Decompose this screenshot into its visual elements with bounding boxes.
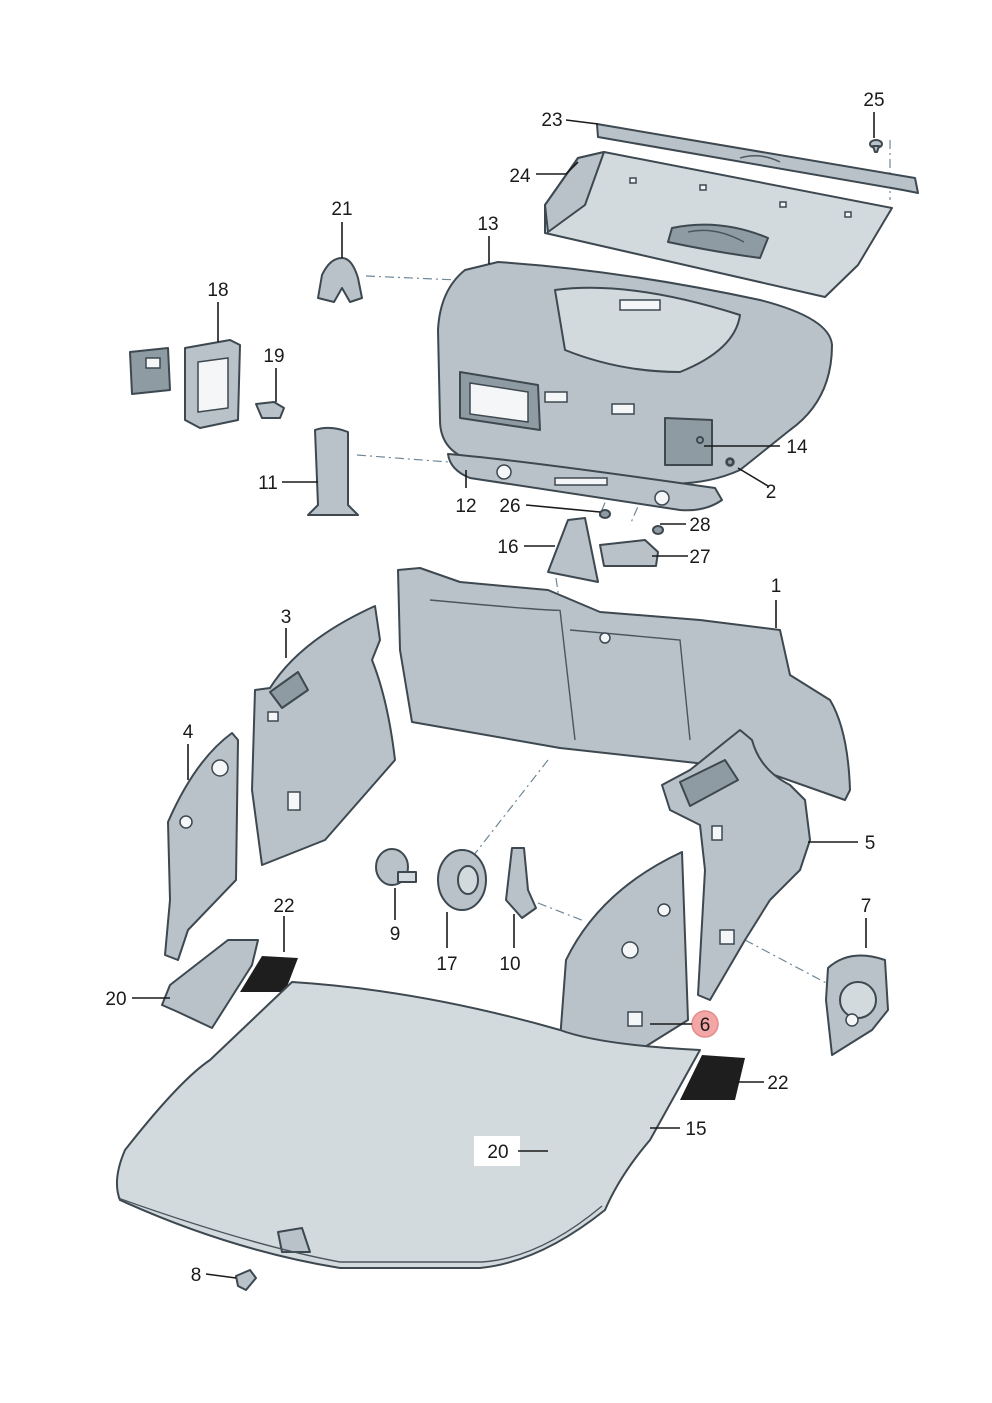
label-19: 19: [263, 346, 284, 367]
part-1-back-panel: [397, 567, 851, 801]
part-13-tailgate-trim: [437, 261, 833, 485]
label-15: 15: [685, 1119, 706, 1140]
label-7: 7: [861, 896, 872, 917]
label-26: 26: [499, 496, 520, 517]
part-9-grommet: [375, 848, 417, 886]
label-20a: 20: [105, 989, 126, 1010]
part-3-left-side-panel: [251, 605, 396, 866]
label-4: 4: [183, 722, 194, 743]
label-24: 24: [509, 166, 531, 187]
part-28-screw: [652, 525, 664, 535]
part-26-screw: [599, 509, 611, 519]
label-bg-20b: [474, 1136, 520, 1166]
part-14-2-markers: [696, 436, 734, 466]
callout-numbers: 1 2 3 4 5 6 7 8 9 10 11 12 13 14 15 16 1…: [105, 90, 884, 1286]
part-15-floor-panel: [115, 981, 701, 1269]
part-16-bracket: [547, 517, 599, 583]
label-22a: 22: [273, 896, 294, 917]
label-3: 3: [281, 607, 292, 628]
part-24-tray: [544, 151, 893, 298]
label-12: 12: [455, 496, 476, 517]
label-13: 13: [477, 214, 498, 235]
label-9: 9: [390, 924, 401, 945]
label-27: 27: [689, 547, 710, 568]
part-23-strip: [596, 123, 919, 194]
label-25: 25: [863, 90, 884, 111]
part-19-screw: [255, 401, 285, 419]
part-12-lower-strip: [447, 453, 723, 512]
part-18-housing: [129, 339, 241, 429]
label-1: 1: [771, 576, 782, 597]
part-5-right-side-panel: [661, 729, 811, 1001]
part-4-left-lower-trim: [164, 732, 239, 961]
label-28: 28: [689, 515, 710, 536]
label-20b: 20: [487, 1142, 508, 1163]
part-8-screw: [235, 1269, 257, 1291]
label-14: 14: [786, 437, 808, 458]
label-2: 2: [766, 482, 777, 503]
part-11-bracket: [307, 426, 359, 516]
leader-lines: [132, 112, 875, 1279]
label-18: 18: [207, 280, 228, 301]
label-22b: 22: [767, 1073, 788, 1094]
label-17: 17: [436, 954, 457, 975]
label-11: 11: [258, 473, 278, 494]
part-25-screw: [869, 139, 883, 153]
part-21-clip: [317, 257, 363, 303]
label-10: 10: [499, 954, 520, 975]
label-16: 16: [497, 537, 518, 558]
part-22-mats: [240, 956, 745, 1100]
part-17-cap: [437, 849, 487, 911]
part-7-cover: [825, 954, 889, 1056]
label-8: 8: [191, 1265, 202, 1286]
part-10-hook: [505, 847, 537, 919]
label-21: 21: [331, 199, 352, 220]
label-6: 6: [700, 1015, 711, 1036]
label-23: 23: [541, 110, 562, 131]
label-5: 5: [865, 833, 876, 854]
part-27-latch: [599, 539, 659, 567]
